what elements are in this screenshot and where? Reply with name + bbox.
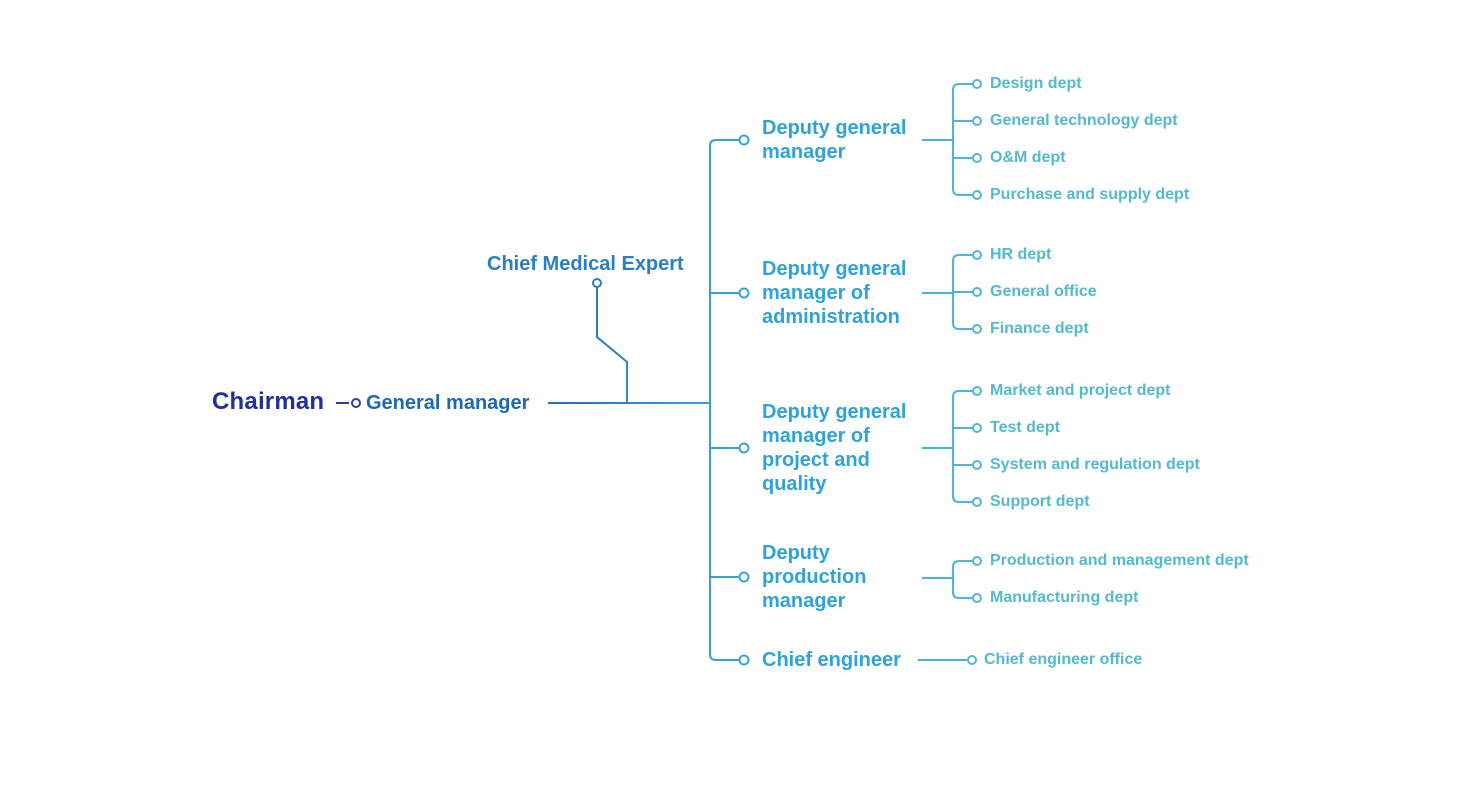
node-general-office: General office <box>990 283 1097 300</box>
node-deputy-production-manager: Deputy production manager <box>762 542 867 612</box>
chairman-to-gm-connector <box>336 398 361 408</box>
branch-dot-1 <box>738 134 750 146</box>
branch-dot-4 <box>738 571 750 583</box>
subspine-branch-2 <box>952 250 982 334</box>
node-deputy-gm-project-quality: Deputy general manager of project and qu… <box>762 401 907 495</box>
node-chairman: Chairman <box>212 388 325 415</box>
node-production-and-management-dept: Production and management dept <box>990 552 1249 569</box>
branch-dot-5 <box>738 654 750 666</box>
node-hr-dept: HR dept <box>990 246 1052 263</box>
gm-connector-dot <box>351 398 361 408</box>
subspine-branch-5 <box>918 655 977 665</box>
node-support-dept: Support dept <box>990 493 1090 510</box>
subspine-branch-4 <box>952 556 982 603</box>
node-chief-engineer: Chief engineer <box>762 649 901 671</box>
cme-connector-dot <box>592 278 602 288</box>
node-om-dept: O&M dept <box>990 149 1066 166</box>
branch-dot-2 <box>738 287 750 299</box>
chief-medical-expert-connector <box>592 278 628 402</box>
node-market-and-project-dept: Market and project dept <box>990 382 1171 399</box>
node-manufacturing-dept: Manufacturing dept <box>990 589 1139 606</box>
node-chief-engineer-office: Chief engineer office <box>984 651 1143 668</box>
node-finance-dept: Finance dept <box>990 320 1089 337</box>
node-general-manager: General manager <box>366 392 530 414</box>
node-test-dept: Test dept <box>990 419 1060 436</box>
deputy-to-subspine-connectors <box>922 139 953 579</box>
node-purchase-and-supply-dept: Purchase and supply dept <box>990 186 1190 203</box>
node-design-dept: Design dept <box>990 75 1082 92</box>
branch-dot-3 <box>738 442 750 454</box>
node-chief-medical-expert: Chief Medical Expert <box>487 253 684 275</box>
node-general-technology-dept: General technology dept <box>990 112 1178 129</box>
node-deputy-general-manager: Deputy general manager <box>762 117 907 163</box>
subspine-branch-1 <box>952 79 982 200</box>
subspine-branch-3 <box>952 386 982 507</box>
main-spine <box>709 134 750 666</box>
node-deputy-gm-administration: Deputy general manager of administration <box>762 258 907 328</box>
node-system-and-regulation-dept: System and regulation dept <box>990 456 1200 473</box>
